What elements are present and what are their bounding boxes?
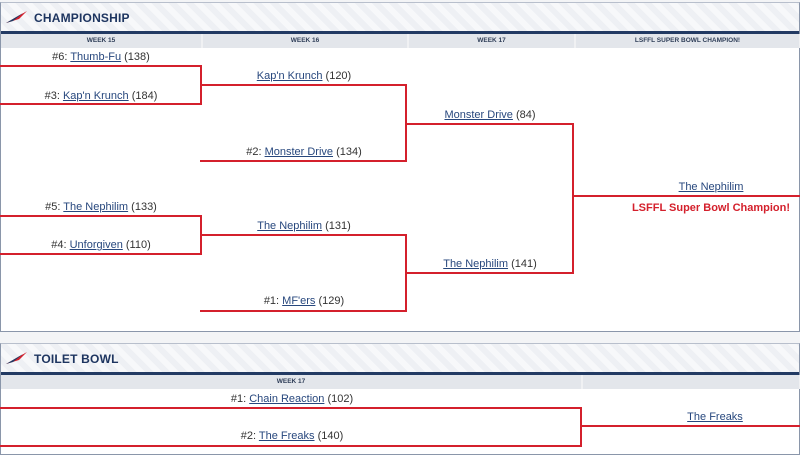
seed: #5: [45, 201, 64, 213]
column-header: WEEK 15 [1, 34, 203, 48]
column-header: WEEK 17 [1, 375, 583, 389]
seed: #4: [51, 239, 70, 251]
team-link[interactable]: Kap'n Krunch [256, 70, 323, 82]
score: (133) [128, 201, 157, 213]
toilet-bowl-panel: TOILET BOWL WEEK 17 [0, 343, 800, 455]
score: (110) [122, 239, 151, 251]
matchup-entry: Monster Drive (84) [444, 109, 535, 121]
score: (141) [508, 258, 537, 270]
team-link[interactable]: Chain Reaction [249, 393, 325, 405]
score: (84) [512, 109, 536, 121]
score: (140) [314, 430, 344, 442]
team-link[interactable]: The Freaks [258, 430, 315, 442]
seed: #2: [246, 146, 265, 158]
score: (120) [322, 70, 352, 82]
column-header: LSFFL SUPER BOWL CHAMPION! [576, 34, 800, 48]
team-link[interactable]: The Nephilim [257, 220, 323, 232]
seed: #1: [230, 393, 250, 405]
panel-title: TOILET BOWL [34, 352, 119, 366]
panel-header: CHAMPIONSHIP [1, 3, 799, 34]
champion-entry: The Nephilim [679, 181, 744, 193]
score: (138) [121, 51, 150, 63]
team-link[interactable]: Kap'n Krunch [62, 90, 129, 102]
score: (102) [324, 393, 354, 405]
score: (134) [333, 146, 362, 158]
matchup-entry: #2: Monster Drive (134) [246, 146, 362, 158]
matchup-entry: The Nephilim (141) [443, 258, 537, 270]
matchup-entry: #3: Kap'n Krunch (184) [45, 90, 158, 102]
panel-title: CHAMPIONSHIP [34, 11, 130, 25]
score: (184) [128, 90, 158, 102]
league-logo-icon [6, 352, 27, 364]
seed: #6: [52, 51, 71, 63]
team-link[interactable]: Monster Drive [264, 146, 334, 158]
column-header: WEEK 16 [203, 34, 409, 48]
champion-label: LSFFL Super Bowl Champion! [631, 202, 791, 214]
matchup-entry: #2: The Freaks (140) [241, 430, 344, 442]
seed: #1: [263, 295, 283, 307]
matchup-entry: The Nephilim (131) [257, 220, 351, 232]
seed: #2: [240, 430, 259, 442]
panel-header: TOILET BOWL [1, 344, 799, 375]
matchup-entry: #1: Chain Reaction (102) [231, 393, 353, 405]
matchup-entry: #4: Unforgiven (110) [51, 239, 150, 251]
matchup-entry: #6: Thumb-Fu (138) [52, 51, 150, 63]
matchup-entry: #5: The Nephilim (133) [45, 201, 157, 213]
championship-panel: CHAMPIONSHIP WEEK 15 WEEK 16 WEEK 17 LSF… [0, 2, 800, 332]
winner-entry: The Freaks [687, 411, 743, 423]
team-link[interactable]: Thumb-Fu [70, 51, 122, 63]
team-link[interactable]: Monster Drive [444, 109, 513, 121]
team-link[interactable]: Unforgiven [69, 239, 123, 251]
column-header: WEEK 17 [409, 34, 576, 48]
score: (131) [322, 220, 351, 232]
team-link[interactable]: The Nephilim [678, 181, 744, 193]
matchup-entry: Kap'n Krunch (120) [257, 70, 351, 82]
seed: #3: [44, 90, 63, 102]
matchup-entry: #1: MF'ers (129) [264, 295, 344, 307]
score: (129) [315, 295, 345, 307]
team-link[interactable]: The Nephilim [63, 201, 129, 213]
column-header [583, 375, 800, 389]
team-link[interactable]: The Freaks [687, 411, 743, 423]
team-link[interactable]: MF'ers [282, 295, 316, 307]
league-logo-icon [6, 11, 27, 23]
team-link[interactable]: The Nephilim [443, 258, 509, 270]
